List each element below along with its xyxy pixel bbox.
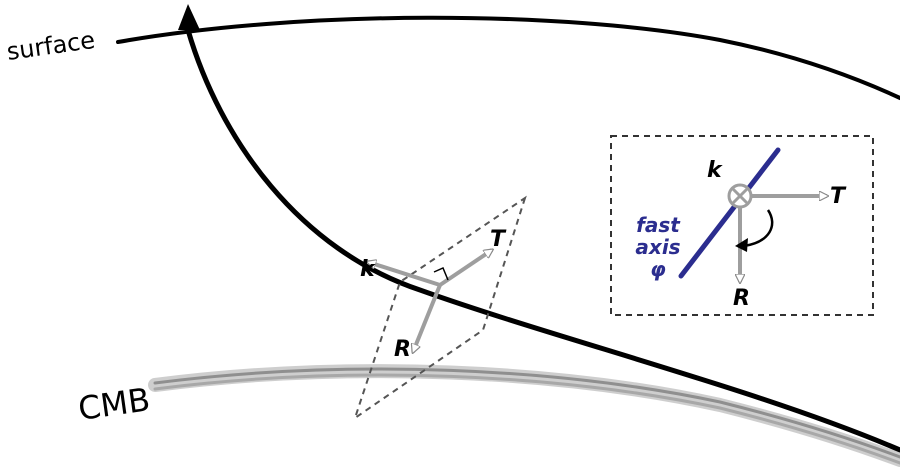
svg-text:fast: fast [636,213,681,237]
surface-line [116,15,900,100]
surface-label: surface [5,26,97,66]
T-label: T [490,227,507,252]
k-vector [368,262,441,287]
inset-k-label: k [707,158,723,183]
inset-T-label: T [830,184,847,209]
T-vector [438,250,492,287]
R-label: R [394,337,411,362]
k-into-page-icon [727,183,753,209]
right-angle-marker [433,267,449,281]
ray-frame-vectors [368,250,492,352]
cmb-boundary [148,364,900,467]
cmb-label: CMB [76,380,152,428]
fast-axis-line [678,147,781,279]
ray-path [185,27,900,453]
station-triangle-icon [178,4,200,30]
svg-text:φ: φ [650,257,666,281]
inset-R-label: R [733,286,750,311]
fast-axis-label: fast axis φ [635,213,681,281]
k-label: k [360,257,376,282]
svg-text:axis: axis [635,235,680,259]
angle-arc-head-icon [735,238,748,252]
R-vector [413,284,442,352]
wavefront-plane [353,195,527,421]
angle-arc [743,209,774,248]
